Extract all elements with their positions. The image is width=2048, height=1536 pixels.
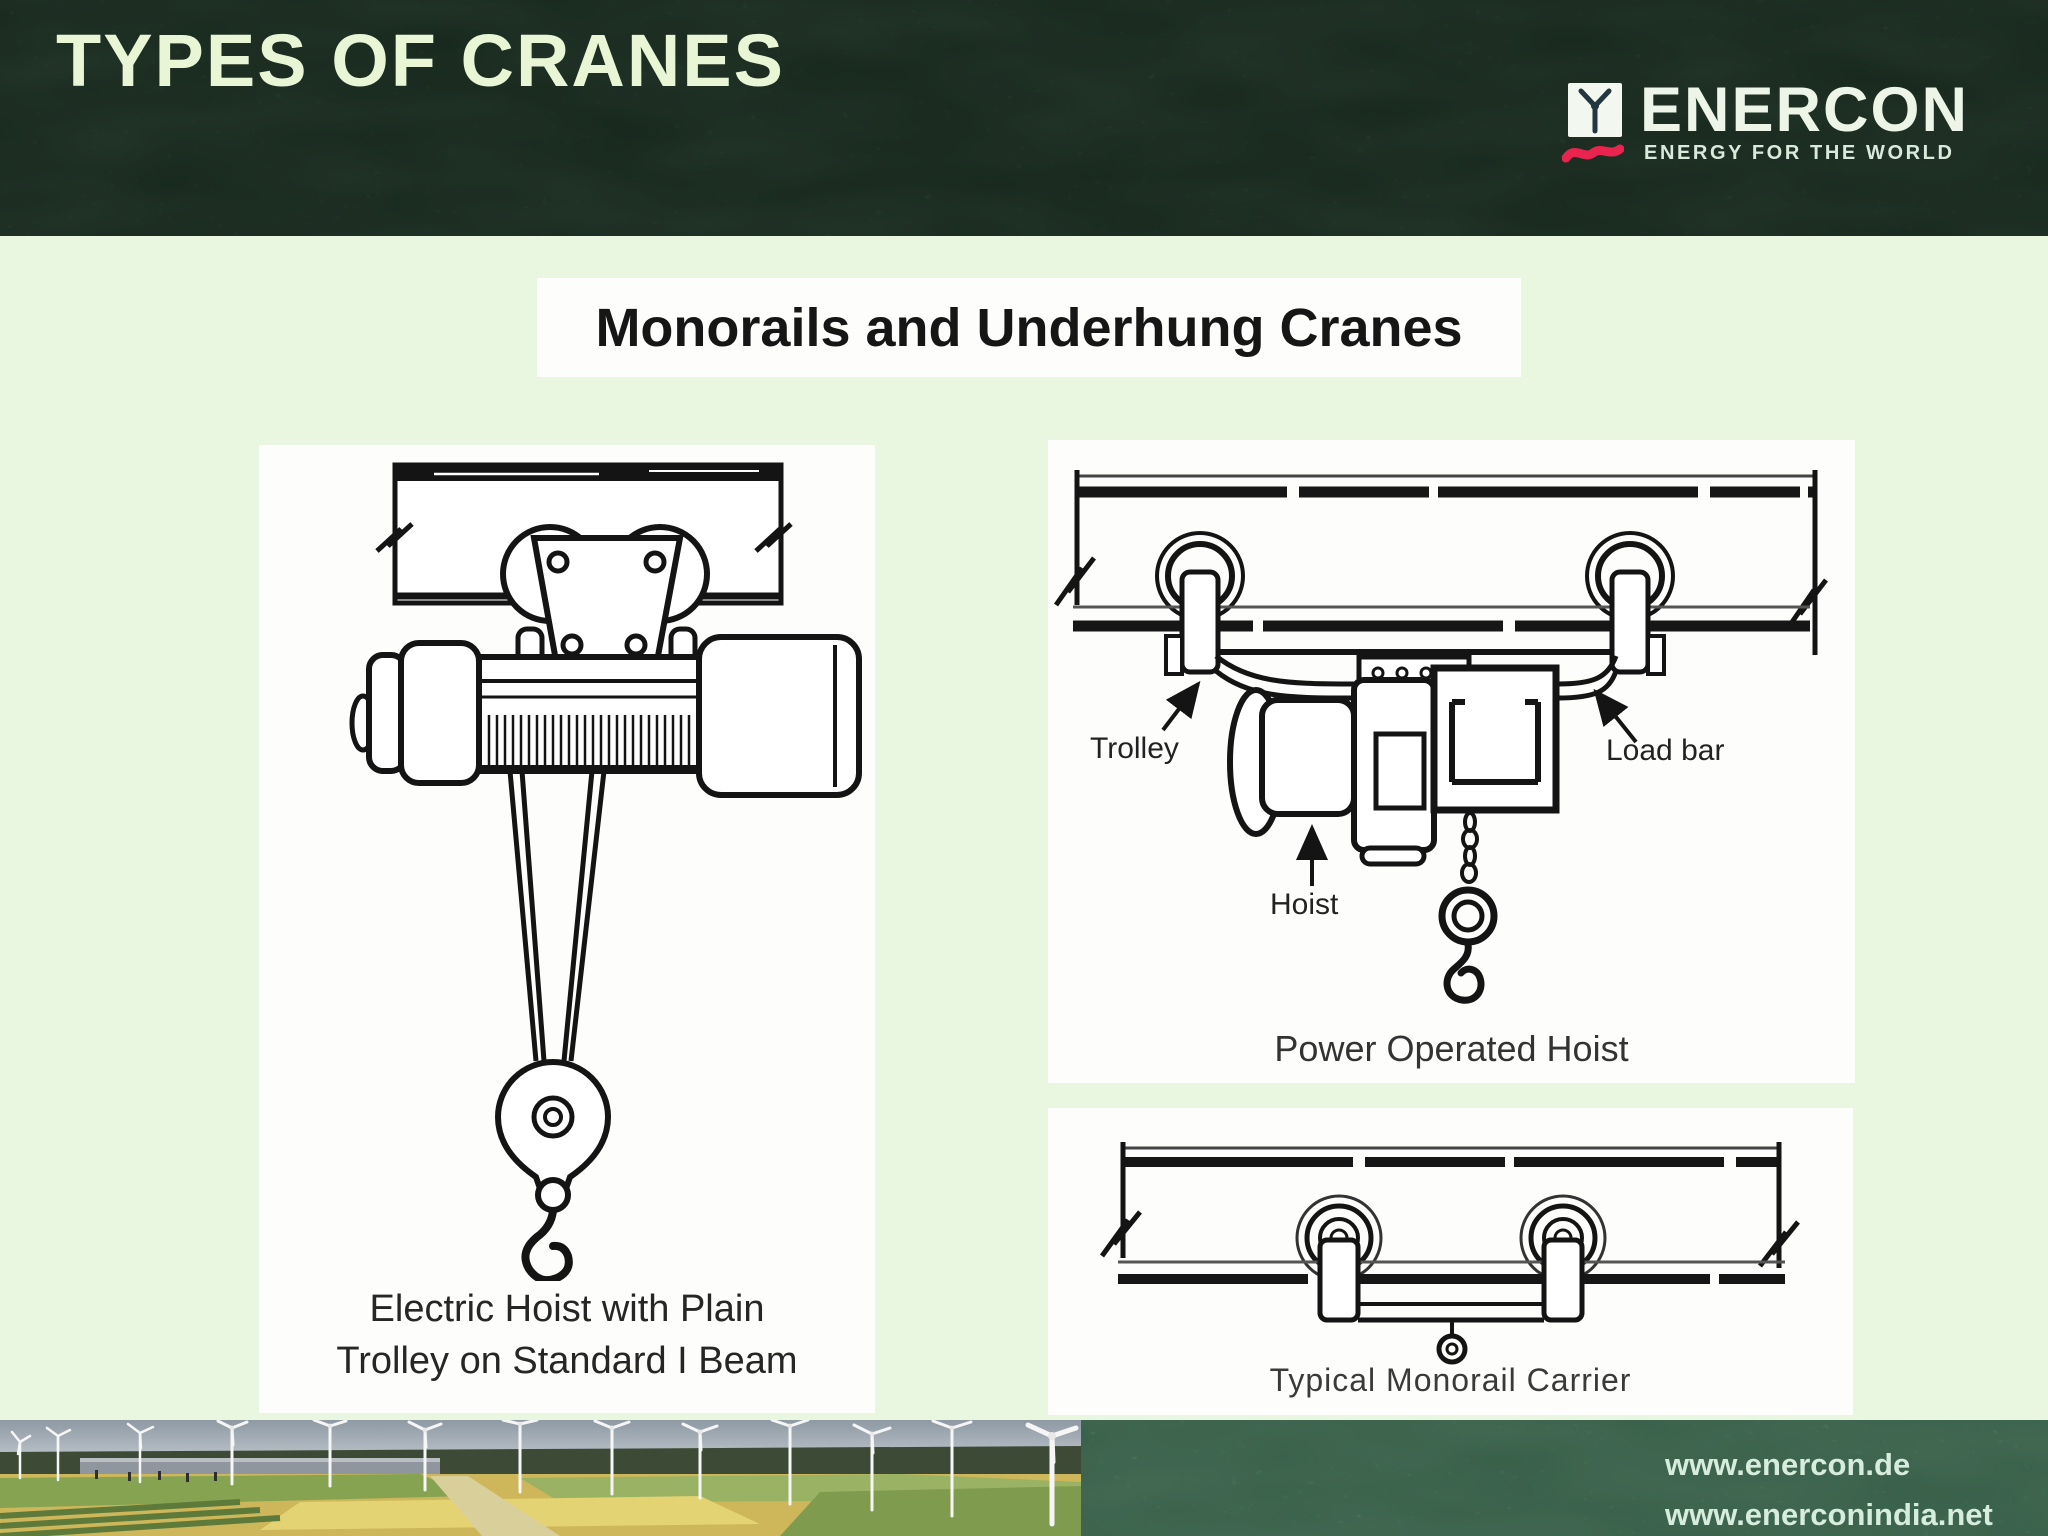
label-trolley: Trolley [1090, 732, 1179, 765]
figure-electric-hoist: Electric Hoist with Plain Trolley on Sta… [259, 445, 875, 1413]
figure-power-hoist: Trolley Load bar Hoist Power Operated Ho… [1048, 440, 1855, 1083]
wind-turbine-icon [1568, 83, 1622, 137]
link-enercon-de[interactable]: www.enercon.de [1665, 1447, 1911, 1482]
label-load-bar: Load bar [1606, 734, 1725, 767]
power-hoist-diagram [1053, 470, 1828, 1004]
red-swoosh-icon [1562, 144, 1624, 163]
page-title: TYPES OF CRANES [56, 19, 785, 102]
header: TYPES OF CRANES ENERCON ENERGY FOR THE W… [0, 0, 2048, 236]
label-hoist: Hoist [1270, 888, 1339, 921]
figure-caption: Electric Hoist with Plain Trolley on Sta… [259, 1283, 875, 1387]
monorail-carrier-diagram [1099, 1142, 1800, 1365]
logo-tagline: ENERGY FOR THE WORLD [1644, 142, 1955, 164]
link-enerconindia-net[interactable]: www.enerconindia.net [1665, 1497, 1993, 1532]
enercon-logo: ENERCON ENERGY FOR THE WORLD [1556, 70, 2016, 190]
caption-line-2: Trolley on Standard I Beam [336, 1340, 798, 1382]
figure-monorail-carrier: Typical Monorail Carrier [1048, 1108, 1853, 1415]
figure-caption: Typical Monorail Carrier [1269, 1362, 1632, 1398]
caption-line-1: Electric Hoist with Plain [369, 1288, 765, 1330]
slide-heading-banner: Monorails and Underhung Cranes [537, 278, 1521, 377]
logo-brand: ENERCON [1640, 75, 1970, 145]
wind-farm-photo [0, 1420, 1081, 1536]
electric-hoist-diagram [349, 462, 862, 1281]
header-texture [0, 0, 2048, 236]
footer-banner: www.enercon.de www.enerconindia.net [1081, 1420, 2048, 1536]
footer: www.enercon.de www.enerconindia.net [0, 1420, 2048, 1536]
footer-links: www.enercon.de www.enerconindia.net [1665, 1440, 1993, 1536]
figure-caption: Power Operated Hoist [1274, 1028, 1629, 1069]
slide-heading: Monorails and Underhung Cranes [595, 297, 1463, 358]
footer-texture [1081, 1420, 2048, 1536]
